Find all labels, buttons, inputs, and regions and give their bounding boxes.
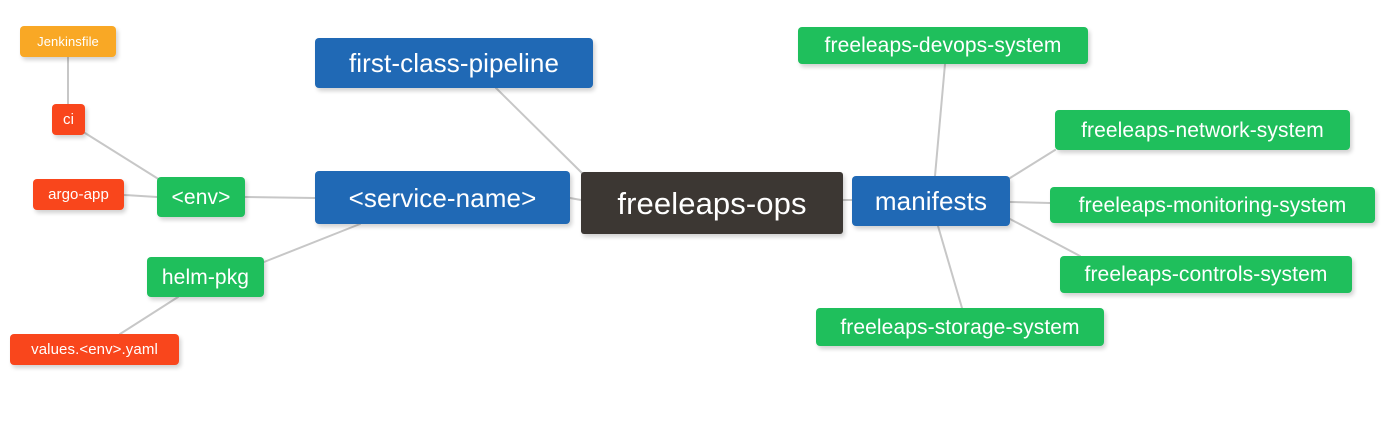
- mindmap-edge: [934, 63, 946, 177]
- mindmap-edge: [1009, 149, 1056, 179]
- mindmap-node-label: Jenkinsfile: [37, 34, 99, 49]
- mindmap-edge: [1009, 218, 1081, 257]
- mindmap-node-label: freeleaps-devops-system: [824, 34, 1062, 57]
- mindmap-edge: [937, 225, 963, 309]
- mindmap-node-values-env-yaml[interactable]: values.<env>.yaml: [10, 334, 179, 365]
- mindmap-node-label: freeleaps-monitoring-system: [1078, 193, 1347, 217]
- mindmap-node-jenkinsfile[interactable]: Jenkinsfile: [20, 26, 116, 57]
- mindmap-node-label: values.<env>.yaml: [31, 341, 158, 358]
- mindmap-node-env[interactable]: <env>: [157, 177, 245, 217]
- mindmap-edge: [495, 87, 586, 177]
- mindmap-node-label: manifests: [874, 186, 988, 216]
- mindmap-node-label: argo-app: [48, 186, 109, 203]
- mindmap-edge: [119, 296, 179, 335]
- mindmap-node-label: helm-pkg: [161, 265, 250, 289]
- mindmap-node-first-class-pipeline[interactable]: first-class-pipeline: [315, 38, 593, 88]
- mindmap-edge: [84, 132, 161, 181]
- mindmap-node-label: <env>: [171, 185, 231, 209]
- mindmap-edge: [569, 197, 582, 201]
- mindmap-node-label: freeleaps-controls-system: [1084, 263, 1328, 286]
- mindmap-edge: [1009, 201, 1051, 204]
- mindmap-node-label: freeleaps-network-system: [1081, 118, 1324, 142]
- mindmap-node-argo-app[interactable]: argo-app: [33, 179, 124, 210]
- mindmap-node-freeleaps-storage-system[interactable]: freeleaps-storage-system: [816, 308, 1104, 346]
- mindmap-node-manifests[interactable]: manifests: [852, 176, 1010, 226]
- mindmap-edge: [123, 194, 158, 198]
- mindmap-node-service-name[interactable]: <service-name>: [315, 171, 570, 224]
- mindmap-node-label: freeleaps-storage-system: [840, 315, 1080, 339]
- mindmap-node-ci[interactable]: ci: [52, 104, 85, 135]
- mindmap-node-label: freeleaps-ops: [617, 185, 807, 221]
- mindmap-node-label: <service-name>: [348, 182, 537, 213]
- mindmap-node-freeleaps-ops[interactable]: freeleaps-ops: [581, 172, 843, 234]
- mindmap-node-freeleaps-devops-system[interactable]: freeleaps-devops-system: [798, 27, 1088, 64]
- mindmap-node-freeleaps-controls-system[interactable]: freeleaps-controls-system: [1060, 256, 1352, 293]
- mindmap-node-label: ci: [62, 111, 75, 128]
- mindmap-node-freeleaps-monitoring-system[interactable]: freeleaps-monitoring-system: [1050, 187, 1375, 223]
- mindmap-edge: [263, 223, 361, 263]
- mindmap-node-freeleaps-network-system[interactable]: freeleaps-network-system: [1055, 110, 1350, 150]
- mindmap-edge: [244, 196, 316, 199]
- mindmap-node-label: first-class-pipeline: [348, 48, 560, 78]
- mindmap-node-helm-pkg[interactable]: helm-pkg: [147, 257, 264, 297]
